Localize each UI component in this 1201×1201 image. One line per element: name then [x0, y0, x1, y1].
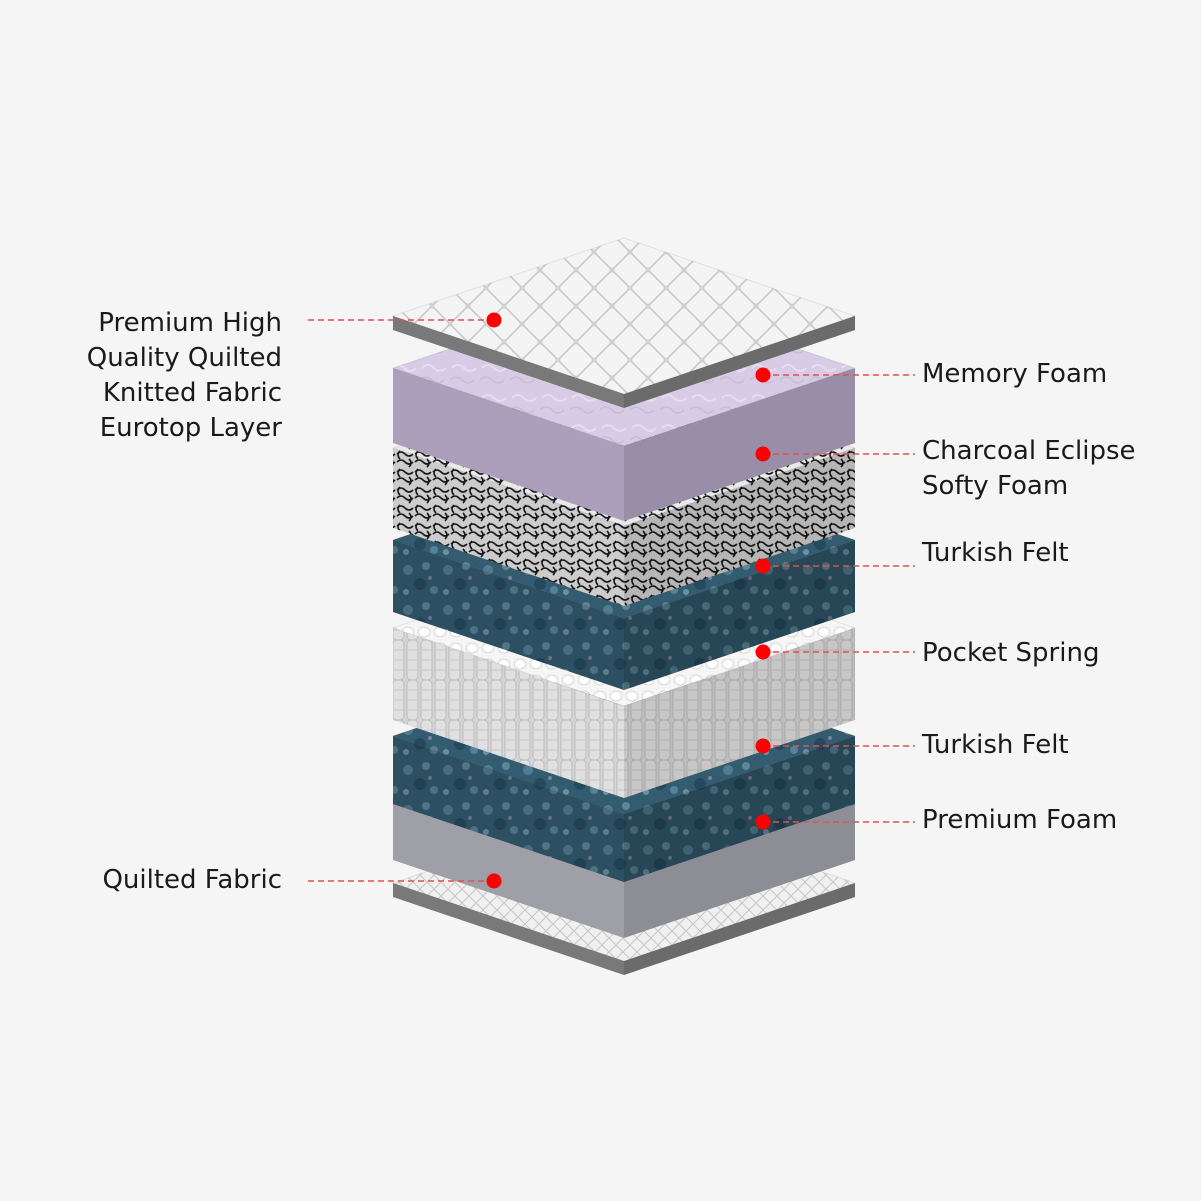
layer-left-shade [393, 883, 624, 975]
layer-right-face [624, 540, 855, 690]
label-memory: Memory Foam [922, 359, 1108, 389]
layer-left-shade [393, 736, 624, 882]
label-spring: Pocket Spring [922, 638, 1100, 668]
layer-right-face [624, 448, 855, 606]
marker-dot-quilted [486, 873, 502, 889]
layer-stack [391, 237, 857, 975]
layer-eurotop [391, 237, 857, 408]
layer-left-face [393, 448, 624, 606]
marker-dot-charcoal [755, 446, 771, 462]
layer-right-shade [624, 736, 855, 882]
layer-right-face [624, 368, 855, 521]
layer-left-shade [393, 448, 624, 606]
layer-right-face [624, 800, 855, 938]
layer-right-shade [624, 628, 855, 798]
layer-right-face [624, 883, 855, 975]
layer-right-shade [624, 316, 855, 408]
label-charcoal: Charcoal Eclipse Softy Foam [922, 436, 1136, 501]
layer-left-face [393, 736, 624, 882]
layer-right-shade [624, 368, 855, 521]
layer-left-face [393, 368, 624, 521]
layer-right-face [624, 628, 855, 798]
marker-dot-eurotop [486, 312, 502, 328]
layer-right-shade [624, 800, 855, 938]
marker-dot-felt1 [755, 558, 771, 574]
layer-left-shade [393, 540, 624, 690]
layer-right-face [624, 736, 855, 882]
label-felt2: Turkish Felt [922, 730, 1069, 760]
layer-top-face [391, 237, 857, 395]
layer-right-shade [624, 883, 855, 975]
marker-dot-memory [755, 367, 771, 383]
label-quilted: Quilted Fabric [102, 865, 282, 895]
layer-right-face [624, 316, 855, 408]
layer-left-face [393, 883, 624, 975]
layer-left-face [393, 316, 624, 408]
marker-dot-premium [755, 814, 771, 830]
layer-right-shade [624, 448, 855, 606]
layer-left-shade [393, 628, 624, 798]
label-premium: Premium Foam [922, 805, 1118, 835]
label-felt1: Turkish Felt [922, 538, 1069, 568]
marker-dot-spring [755, 644, 771, 660]
layer-left-shade [393, 368, 624, 521]
layer-left-face [393, 800, 624, 938]
marker-dot-felt2 [755, 738, 771, 754]
layer-left-face [393, 628, 624, 798]
label-eurotop: Premium High Quality Quilted Knitted Fab… [86, 308, 282, 443]
layer-right-shade [624, 540, 855, 690]
layer-left-shade [393, 800, 624, 938]
layer-left-face [393, 540, 624, 690]
layer-left-shade [393, 316, 624, 408]
leader-lines [308, 312, 915, 889]
